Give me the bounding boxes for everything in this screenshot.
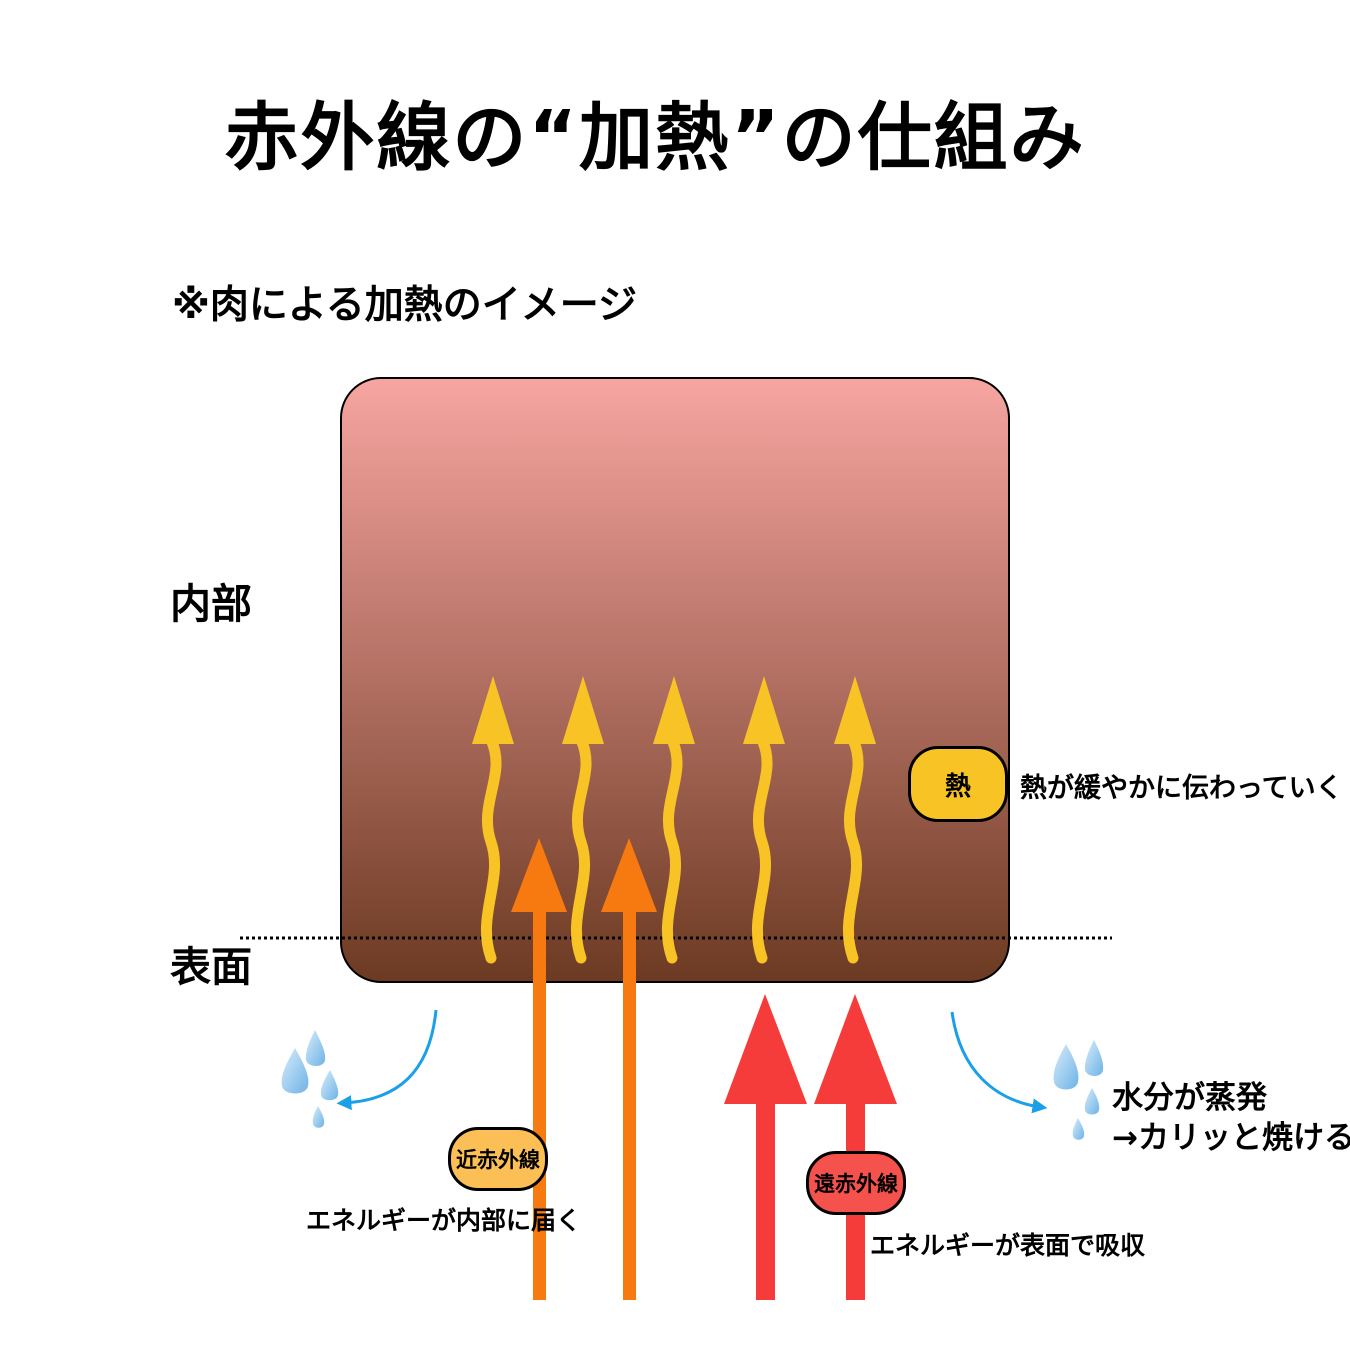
heat-arrow bbox=[743, 676, 785, 964]
heat-arrow bbox=[834, 676, 876, 964]
far-infrared-badge: 遠赤外線 bbox=[806, 1151, 906, 1215]
surface-label: 表面 bbox=[170, 943, 252, 991]
heat-badge: 熱 bbox=[908, 746, 1008, 822]
inner-label: 内部 bbox=[170, 580, 252, 628]
near-infrared-badge: 近赤外線 bbox=[448, 1127, 548, 1191]
far-infrared-arrow bbox=[724, 994, 807, 1300]
subtitle: ※肉による加熱のイメージ bbox=[172, 283, 637, 328]
evaporation-text-line1: 水分が蒸発 bbox=[1112, 1080, 1267, 1116]
water-droplets-right bbox=[1053, 1040, 1104, 1140]
far-infrared-description: エネルギーが表面で吸収 bbox=[870, 1231, 1146, 1260]
heat-description: 熱が緩やかに伝わっていく bbox=[1020, 773, 1343, 804]
evaporation-text-line2: →カリッと焼ける bbox=[1112, 1120, 1350, 1156]
water-droplets-left bbox=[281, 1030, 339, 1128]
near-infrared-arrow bbox=[511, 838, 567, 1300]
evaporation-arrow-right bbox=[950, 1011, 1048, 1114]
page-title: 赤外線の“加熱”の仕組み bbox=[224, 95, 1086, 181]
heat-arrow bbox=[562, 676, 604, 964]
heat-arrow bbox=[653, 676, 695, 964]
near-infrared-description: エネルギーが内部に届く bbox=[306, 1206, 582, 1235]
heat-arrows bbox=[472, 676, 876, 964]
heat-arrow bbox=[472, 676, 514, 964]
near-infrared-arrows bbox=[511, 838, 657, 1300]
near-infrared-arrow bbox=[601, 838, 657, 1300]
evaporation-arrow-left bbox=[336, 1009, 438, 1111]
